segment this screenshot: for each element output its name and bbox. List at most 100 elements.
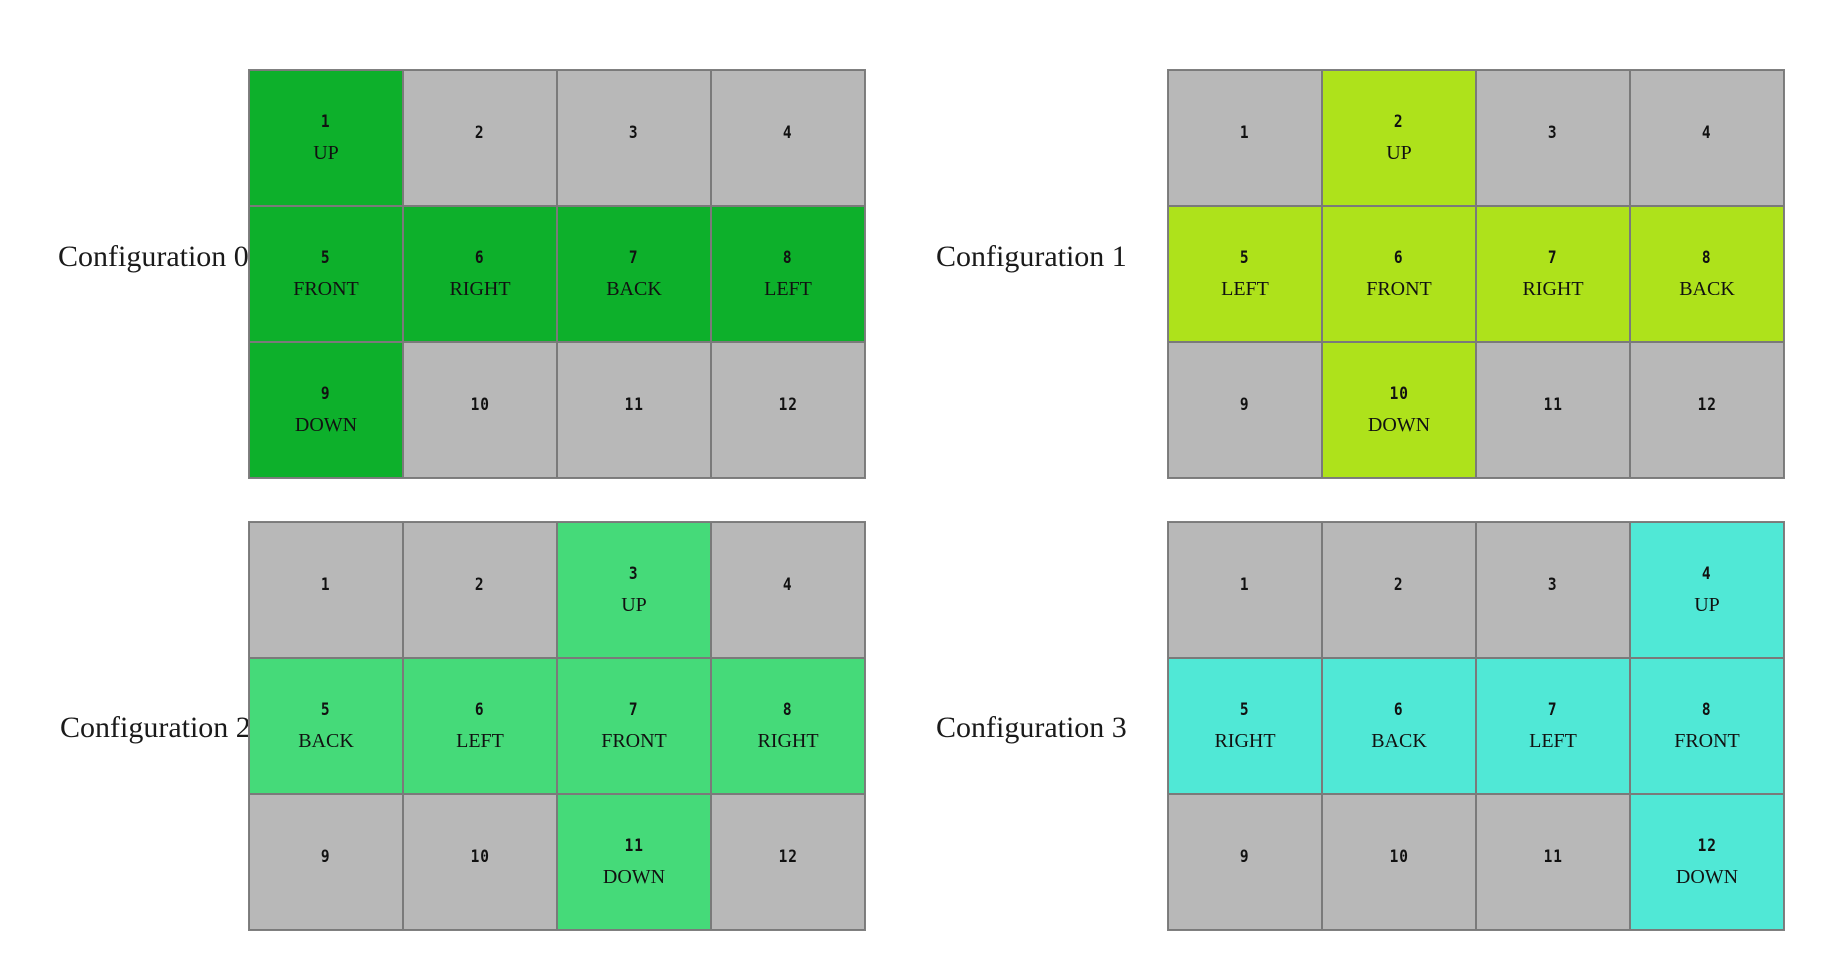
- cell-face-label: FRONT: [1366, 277, 1432, 300]
- cell-number: 1: [1240, 123, 1250, 143]
- cell-number: 5: [1240, 699, 1250, 720]
- cell-number: 10: [470, 395, 490, 415]
- cell-face-label: BACK: [1371, 729, 1427, 752]
- grid-cell: 1: [1168, 522, 1322, 658]
- grid-cell: 11: [1476, 342, 1630, 478]
- grid-cell: 1: [1168, 70, 1322, 206]
- cell-number: 6: [1394, 699, 1404, 720]
- cell-number: 2: [475, 123, 485, 143]
- cell-number: 8: [1702, 247, 1712, 268]
- cell-face-label: RIGHT: [1522, 277, 1584, 300]
- grid-cell: 3: [557, 70, 711, 206]
- grid-cell: 1: [249, 522, 403, 658]
- cell-number: 3: [629, 563, 639, 584]
- cell-number: 10: [470, 847, 490, 867]
- cell-face-label: DOWN: [1367, 413, 1431, 436]
- cell-number: 9: [1240, 395, 1250, 415]
- grid-cell: 4: [711, 70, 865, 206]
- cell-number: 2: [1394, 575, 1404, 595]
- cell-number: 9: [1240, 847, 1250, 867]
- cell-face-label: DOWN: [294, 413, 358, 436]
- grid-cell: 9: [1168, 342, 1322, 478]
- cell-number: 4: [1702, 123, 1712, 143]
- cell-face-label: UP: [1694, 593, 1720, 616]
- cell-number: 5: [321, 699, 331, 720]
- grid-cell: 9: [249, 794, 403, 930]
- cell-number: 9: [321, 847, 331, 867]
- grid-cell: 2: [403, 522, 557, 658]
- cell-face-label: UP: [1386, 141, 1412, 164]
- grid-cell: 11: [557, 342, 711, 478]
- cell-face-label: BACK: [606, 277, 662, 300]
- grid-cell: 4: [711, 522, 865, 658]
- cell-number: 5: [1240, 247, 1250, 268]
- cell-number: 11: [1543, 847, 1563, 867]
- cell-number: 12: [778, 395, 798, 415]
- cell-number: 5: [321, 247, 331, 268]
- grid-cell: 12: [711, 342, 865, 478]
- cell-number: 1: [1240, 575, 1250, 595]
- cell-number: 3: [629, 123, 639, 143]
- cell-number: 4: [783, 575, 793, 595]
- cell-face-label: UP: [313, 141, 339, 164]
- cell-number: 6: [1394, 247, 1404, 268]
- cell-number: 7: [629, 699, 639, 720]
- cell-number: 12: [1697, 395, 1717, 415]
- grid-cell: 3: [1476, 522, 1630, 658]
- cell-face-label: FRONT: [1674, 729, 1740, 752]
- grid-cell: 10: [403, 342, 557, 478]
- cell-number: 1: [321, 111, 331, 132]
- cell-number: 10: [1389, 847, 1409, 867]
- cell-number: 8: [1702, 699, 1712, 720]
- cell-face-label: BACK: [1679, 277, 1735, 300]
- grid-cell: 12: [1630, 342, 1784, 478]
- cell-face-label: FRONT: [601, 729, 667, 752]
- grid-cell: 2: [1322, 522, 1476, 658]
- cell-face-label: RIGHT: [449, 277, 511, 300]
- cell-number: 8: [783, 247, 793, 268]
- cell-number: 11: [624, 395, 644, 415]
- config-3-label: Configuration 3: [936, 711, 1127, 744]
- config-0-label: Configuration 0: [58, 240, 249, 273]
- cell-number: 7: [1548, 699, 1558, 720]
- cell-number: 3: [1548, 575, 1558, 595]
- grid-cell: 10: [403, 794, 557, 930]
- cell-number: 1: [321, 575, 331, 595]
- cell-face-label: LEFT: [764, 277, 812, 300]
- cell-number: 6: [475, 699, 485, 720]
- cell-face-label: DOWN: [602, 865, 666, 888]
- grid-cell: 4: [1630, 70, 1784, 206]
- grid-cell: 12: [711, 794, 865, 930]
- cell-number: 4: [1702, 563, 1712, 584]
- cell-face-label: LEFT: [456, 729, 504, 752]
- cell-number: 2: [475, 575, 485, 595]
- cell-number: 8: [783, 699, 793, 720]
- cell-number: 12: [778, 847, 798, 867]
- cell-number: 4: [783, 123, 793, 143]
- grid-cell: 10: [1322, 794, 1476, 930]
- cell-face-label: LEFT: [1529, 729, 1577, 752]
- cell-face-label: LEFT: [1221, 277, 1269, 300]
- cell-number: 7: [629, 247, 639, 268]
